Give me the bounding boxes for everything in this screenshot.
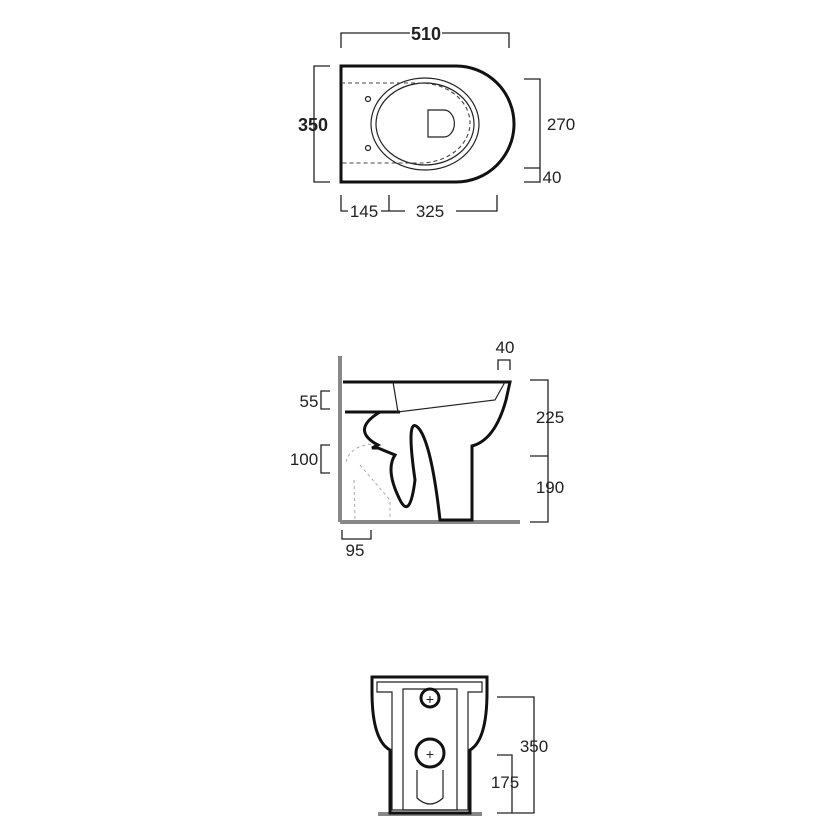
dim-350-front [497,696,535,814]
dim-55 [320,390,330,410]
rim-line [392,381,506,413]
front-inner [376,681,483,811]
hidden-trap [345,443,391,521]
dim-190-label: 190 [536,478,564,497]
dim-40-side [497,359,511,370]
dim-95 [341,530,372,540]
dim-145-325 [340,195,498,212]
fixing-hole [364,95,372,103]
dim-325-label: 325 [416,202,444,221]
dim-40-label: 40 [543,168,562,187]
dim-510 [340,32,510,48]
front-panel [402,688,458,811]
dim-350-front-label: 350 [520,737,548,756]
dim-95-label: 95 [346,541,365,560]
fixing-hole [364,144,372,152]
hidden-bowl [341,82,471,164]
dim-225-label: 225 [536,408,564,427]
front-outline [370,675,489,815]
dim-55-label: 55 [300,392,319,411]
dim-145-label: 145 [350,202,378,221]
outlet-cross-icon: + [426,746,434,762]
outlet-d-shape [427,109,455,138]
dim-40-side-label: 40 [496,338,515,357]
bowl-profile [343,380,512,522]
seat-inner [375,82,475,166]
inlet-cross-icon: + [426,691,434,707]
dim-175-label: 175 [491,773,519,792]
dim-100-label: 100 [290,450,318,469]
dim-225-190 [530,379,549,523]
dim-270-40 [524,78,541,183]
outlet-circle [414,737,446,769]
top-view: 510 350 270 40 145 325 [298,24,575,221]
top-outline [339,64,516,184]
dim-175 [497,754,513,813]
dim-100 [320,444,330,474]
dim-270-label: 270 [547,115,575,134]
outlet-channel [416,770,444,805]
seat-outer [370,77,480,171]
front-view: + + 350 175 [370,675,548,816]
side-view: 40 225 190 55 100 95 [290,338,564,560]
inlet-circle [419,687,441,709]
dim-510-label: 510 [411,24,441,44]
dim-350 [313,65,330,183]
dim-350-label: 350 [298,115,328,135]
